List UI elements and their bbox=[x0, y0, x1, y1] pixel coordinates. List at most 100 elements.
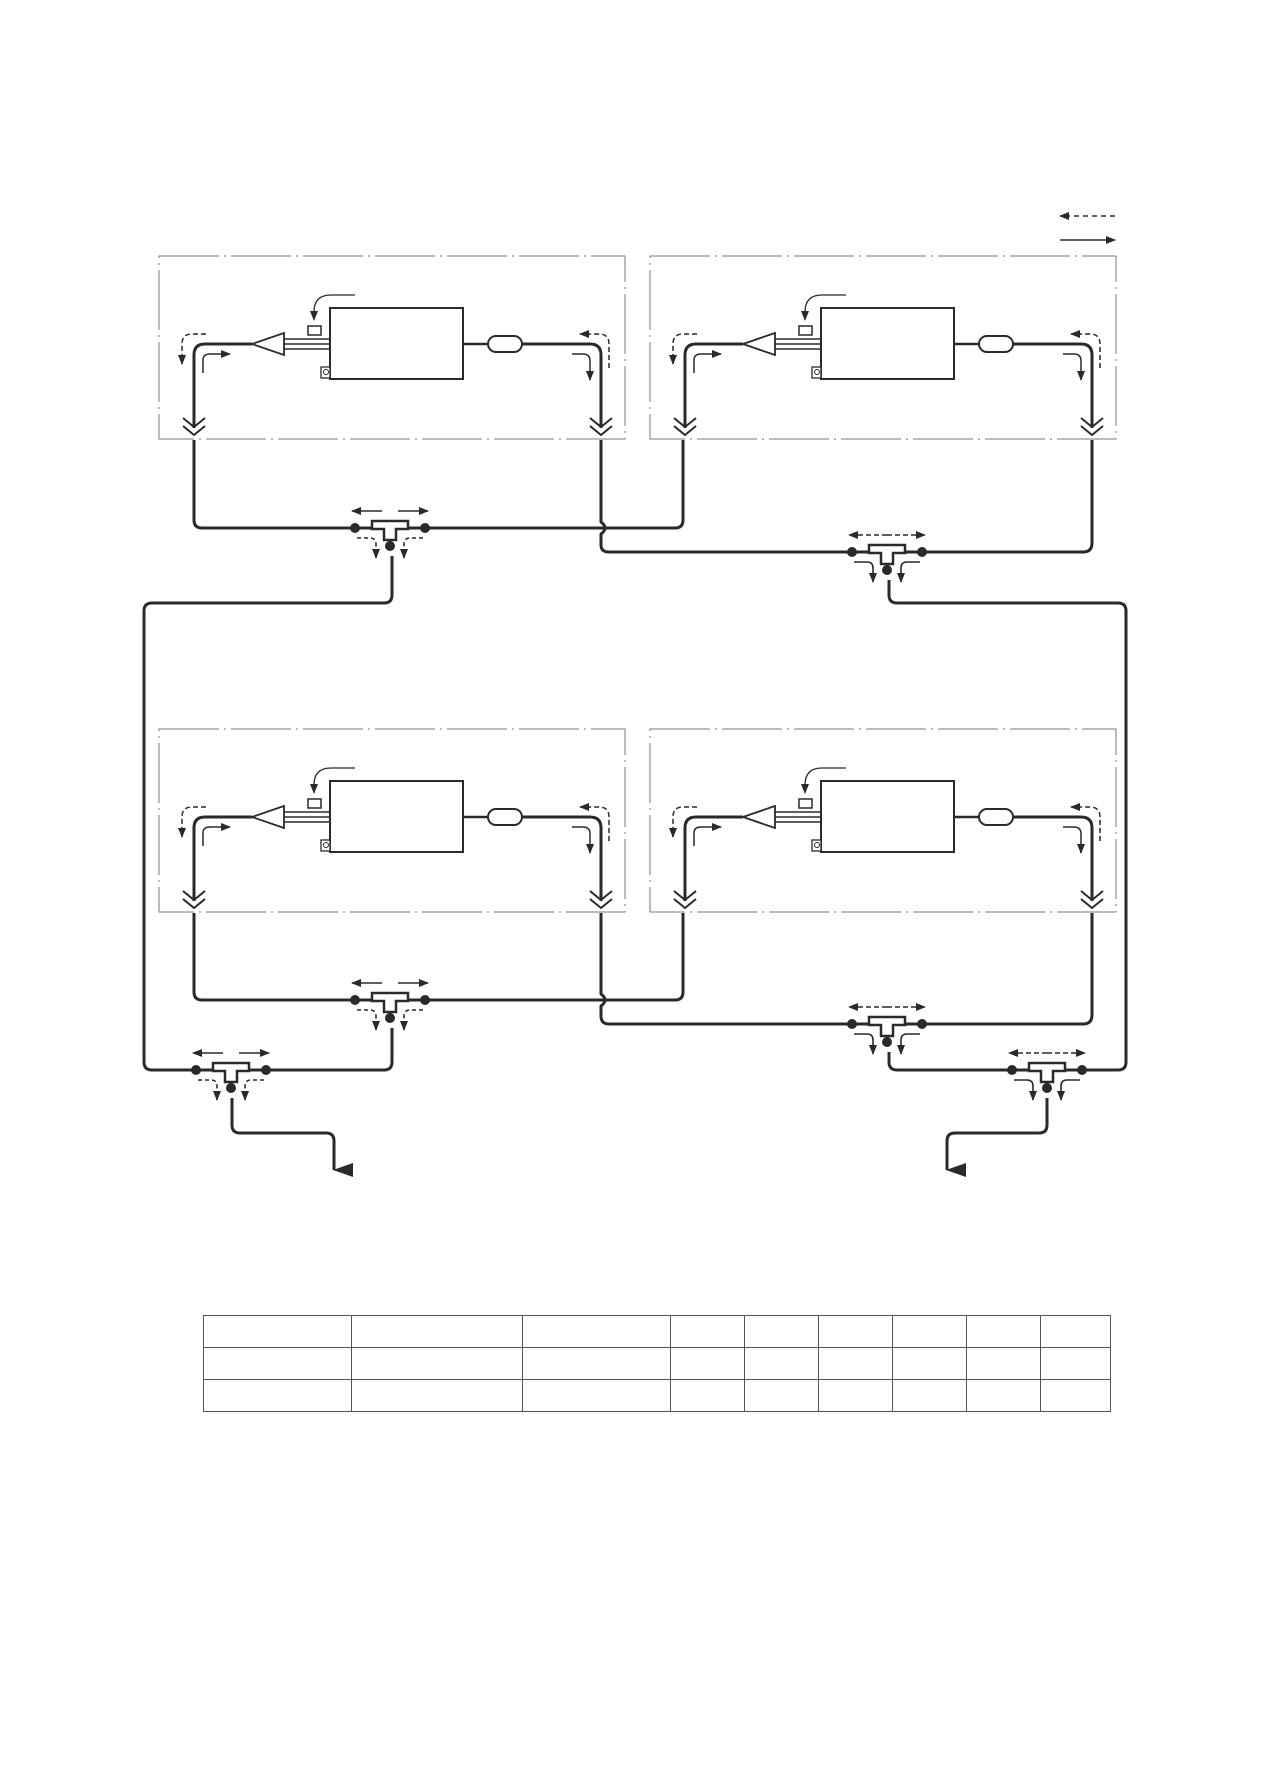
table-cell bbox=[203, 1379, 352, 1412]
table-cell bbox=[818, 1315, 893, 1348]
table-cell bbox=[744, 1315, 819, 1348]
pipe-bottom-left-loop bbox=[192, 913, 685, 1002]
pipe-outlet-left bbox=[230, 1098, 353, 1177]
sensor-lead bbox=[310, 294, 355, 321]
service-valve-icon bbox=[811, 839, 822, 852]
flow-arrow-side bbox=[854, 561, 877, 583]
table-cell bbox=[203, 1347, 352, 1380]
tee-body bbox=[211, 1061, 251, 1084]
pipe-outlet-right bbox=[945, 1098, 1049, 1177]
table-cell bbox=[522, 1379, 671, 1412]
unit-right-pipe bbox=[522, 815, 603, 901]
flare-joint-icon bbox=[740, 331, 776, 357]
pipe-link-left bbox=[264, 1028, 394, 1072]
sensor-lead bbox=[310, 767, 355, 794]
indoor-unit-block bbox=[329, 307, 464, 380]
spec-table bbox=[203, 1315, 1111, 1412]
pipe-top-right-loop bbox=[599, 440, 1094, 554]
indoor-unit-block bbox=[329, 780, 464, 853]
unit-frame-2 bbox=[649, 255, 1117, 440]
flow-arrow-side bbox=[400, 1009, 423, 1031]
strainer-capsule-icon bbox=[487, 808, 523, 826]
branch-tee-icon-e bbox=[191, 1049, 271, 1101]
pipe-joint-chevron bbox=[1080, 417, 1104, 437]
flow-arrow-solid bbox=[693, 823, 722, 846]
valve-dot bbox=[323, 369, 329, 375]
branch-tee-icon-d bbox=[847, 1003, 927, 1055]
unit-left-pipe bbox=[192, 815, 252, 901]
flare-joint-icon bbox=[249, 804, 285, 830]
flow-arrow-side bbox=[400, 537, 423, 559]
tee-body bbox=[1027, 1061, 1067, 1084]
tee-body bbox=[370, 519, 410, 542]
pipe-joint-chevron bbox=[182, 890, 206, 910]
tee-body bbox=[867, 1015, 907, 1038]
flow-arrow-dashed bbox=[1070, 803, 1101, 841]
flow-arrow-solid bbox=[202, 823, 231, 846]
table-cell bbox=[351, 1347, 523, 1380]
table-cell bbox=[670, 1315, 745, 1348]
flow-arrow-side bbox=[357, 537, 380, 559]
pipe-riser-left bbox=[142, 556, 394, 1072]
flow-arrow-side bbox=[1014, 1079, 1037, 1101]
table-cell bbox=[670, 1347, 745, 1380]
pipe-joint-chevron bbox=[1080, 890, 1104, 910]
branch-tee-icon-f bbox=[1007, 1049, 1087, 1101]
indoor-unit-block bbox=[820, 307, 955, 380]
legend bbox=[1059, 212, 1116, 244]
valve-dot bbox=[323, 842, 329, 848]
indoor-unit-block bbox=[820, 780, 955, 853]
flow-arrow-solid bbox=[572, 353, 594, 381]
unit-frame-3 bbox=[158, 728, 626, 913]
table-cell bbox=[1040, 1347, 1111, 1380]
flow-arrow-solid bbox=[572, 826, 594, 854]
table-row bbox=[203, 1347, 1111, 1380]
table-cell bbox=[892, 1347, 967, 1380]
flow-arrow-side bbox=[241, 1079, 264, 1101]
sensor-box bbox=[307, 325, 322, 336]
flow-arrow-dashed bbox=[1070, 330, 1101, 368]
strainer-capsule-icon bbox=[978, 335, 1014, 353]
table-cell bbox=[818, 1347, 893, 1380]
pipe-bottom-right-loop bbox=[599, 913, 1094, 1026]
flow-arrow-side bbox=[854, 1033, 877, 1055]
pipe-joint-chevron bbox=[673, 417, 697, 437]
pipe-link-right bbox=[887, 1052, 1012, 1072]
indoor-unit-3 bbox=[178, 767, 613, 910]
unit-left-pipe bbox=[683, 815, 743, 901]
unit-right-pipe bbox=[522, 342, 603, 428]
sensor-box bbox=[798, 798, 813, 809]
flow-arrow-side bbox=[198, 1079, 221, 1101]
branch-tee-icon-a bbox=[350, 507, 430, 559]
service-valve-icon bbox=[320, 839, 331, 852]
valve-dot bbox=[814, 842, 820, 848]
indoor-unit-1 bbox=[178, 294, 613, 437]
sensor-box bbox=[798, 325, 813, 336]
table-cell bbox=[892, 1379, 967, 1412]
pipe-top-left-loop bbox=[192, 440, 685, 530]
service-valve-icon bbox=[320, 366, 331, 379]
pipe-riser-right bbox=[887, 580, 1128, 1072]
table-cell bbox=[522, 1347, 671, 1380]
branch-tee-icon-b bbox=[847, 531, 927, 583]
sensor-lead bbox=[801, 767, 846, 794]
unit-frame-1 bbox=[158, 255, 626, 440]
unit-left-pipe bbox=[192, 342, 252, 428]
table-cell bbox=[203, 1315, 352, 1348]
table-row bbox=[203, 1315, 1111, 1348]
table-row bbox=[203, 1379, 1111, 1412]
table-cell bbox=[818, 1379, 893, 1412]
table-cell bbox=[966, 1379, 1041, 1412]
table-cell bbox=[522, 1315, 671, 1348]
valve-dot bbox=[814, 369, 820, 375]
unit-left-pipe bbox=[683, 342, 743, 428]
tee-body bbox=[370, 991, 410, 1014]
flow-arrow-side bbox=[897, 1033, 920, 1055]
table-cell bbox=[966, 1347, 1041, 1380]
indoor-unit-4 bbox=[669, 767, 1104, 910]
table-cell bbox=[351, 1315, 523, 1348]
pipe-joint-chevron bbox=[589, 417, 613, 437]
flow-arrow-side bbox=[357, 1009, 380, 1031]
branch-tee-icon-c bbox=[350, 979, 430, 1031]
